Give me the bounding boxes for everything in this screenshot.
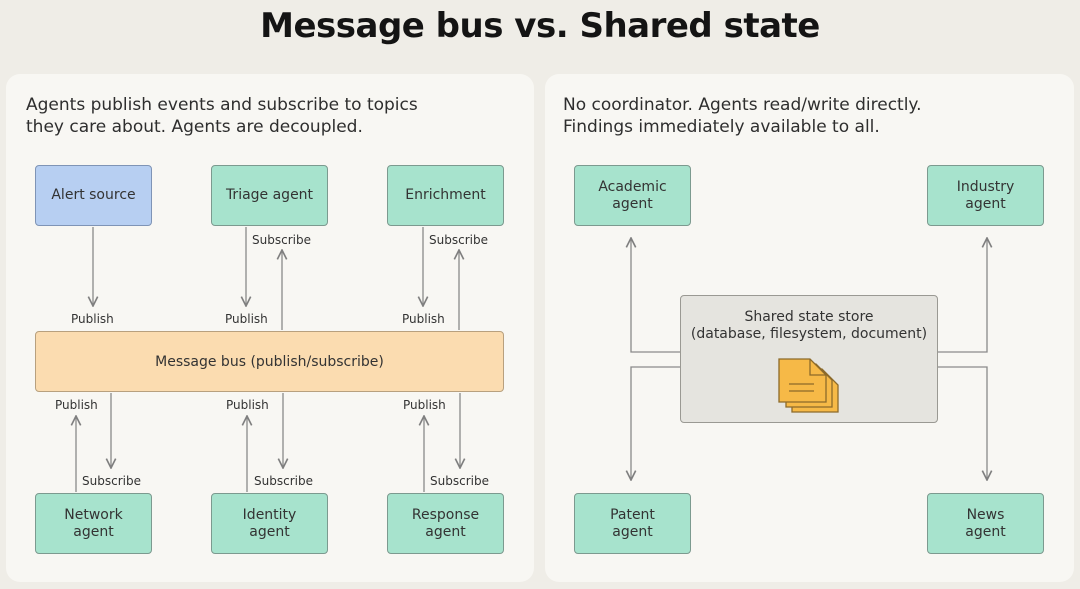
message-bus-description-line2: they care about. Agents are decoupled. xyxy=(26,117,363,137)
message-bus-box: Message bus (publish/subscribe) xyxy=(35,331,504,392)
store-title: Shared state store xyxy=(744,309,874,325)
page-title: Message bus vs. Shared state xyxy=(260,6,820,46)
shared-state-description-line2: Findings immediately available to all. xyxy=(563,117,880,137)
store-to-academic-arrow xyxy=(631,238,680,353)
news-agent-label: News agent xyxy=(965,506,1006,540)
enrichment-publish-label: Publish xyxy=(402,312,445,326)
patent-agent-label: Patent agent xyxy=(610,506,655,540)
store-to-news-arrow xyxy=(938,366,987,480)
message-bus-label: Message bus (publish/subscribe) xyxy=(155,353,384,370)
network-publish-label: Publish xyxy=(55,398,98,412)
industry-agent-box: Industry agent xyxy=(927,165,1044,226)
identity-subscribe-label: Subscribe xyxy=(254,474,313,488)
triage-agent-box: Triage agent xyxy=(211,165,328,226)
enrichment-box: Enrichment xyxy=(387,165,504,226)
response-agent-box: Response agent xyxy=(387,493,504,554)
news-agent-box: News agent xyxy=(927,493,1044,554)
academic-agent-label: Academic agent xyxy=(598,178,667,212)
message-bus-description-line1: Agents publish events and subscribe to t… xyxy=(26,95,418,115)
identity-agent-label: Identity agent xyxy=(242,506,297,540)
triage-subscribe-label: Subscribe xyxy=(252,233,311,247)
alert-source-label: Alert source xyxy=(51,187,136,203)
message-bus-description: Agents publish events and subscribe to t… xyxy=(26,94,418,138)
store-subtitle: (database, filesystem, document) xyxy=(690,326,928,342)
identity-publish-label: Publish xyxy=(226,398,269,412)
response-agent-label: Response agent xyxy=(411,506,480,540)
network-subscribe-label: Subscribe xyxy=(82,474,141,488)
network-agent-box: Network agent xyxy=(35,493,152,554)
network-agent-label: Network agent xyxy=(64,506,123,540)
store-to-patent-arrow xyxy=(631,366,680,480)
enrichment-label: Enrichment xyxy=(405,187,486,203)
identity-agent-box: Identity agent xyxy=(211,493,328,554)
patent-agent-box: Patent agent xyxy=(574,493,691,554)
alert-source-box: Alert source xyxy=(35,165,152,226)
triage-publish-label: Publish xyxy=(225,312,268,326)
alert-publish-label: Publish xyxy=(71,312,114,326)
response-publish-label: Publish xyxy=(403,398,446,412)
document-stack-icon xyxy=(778,358,839,413)
shared-state-description: No coordinator. Agents read/write direct… xyxy=(563,94,921,138)
industry-agent-label: Industry agent xyxy=(956,178,1015,212)
shared-state-description-line1: No coordinator. Agents read/write direct… xyxy=(563,95,922,115)
triage-agent-label: Triage agent xyxy=(225,187,314,203)
response-subscribe-label: Subscribe xyxy=(430,474,489,488)
store-to-industry-arrow xyxy=(938,238,987,353)
enrichment-subscribe-label: Subscribe xyxy=(429,233,488,247)
academic-agent-box: Academic agent xyxy=(574,165,691,226)
